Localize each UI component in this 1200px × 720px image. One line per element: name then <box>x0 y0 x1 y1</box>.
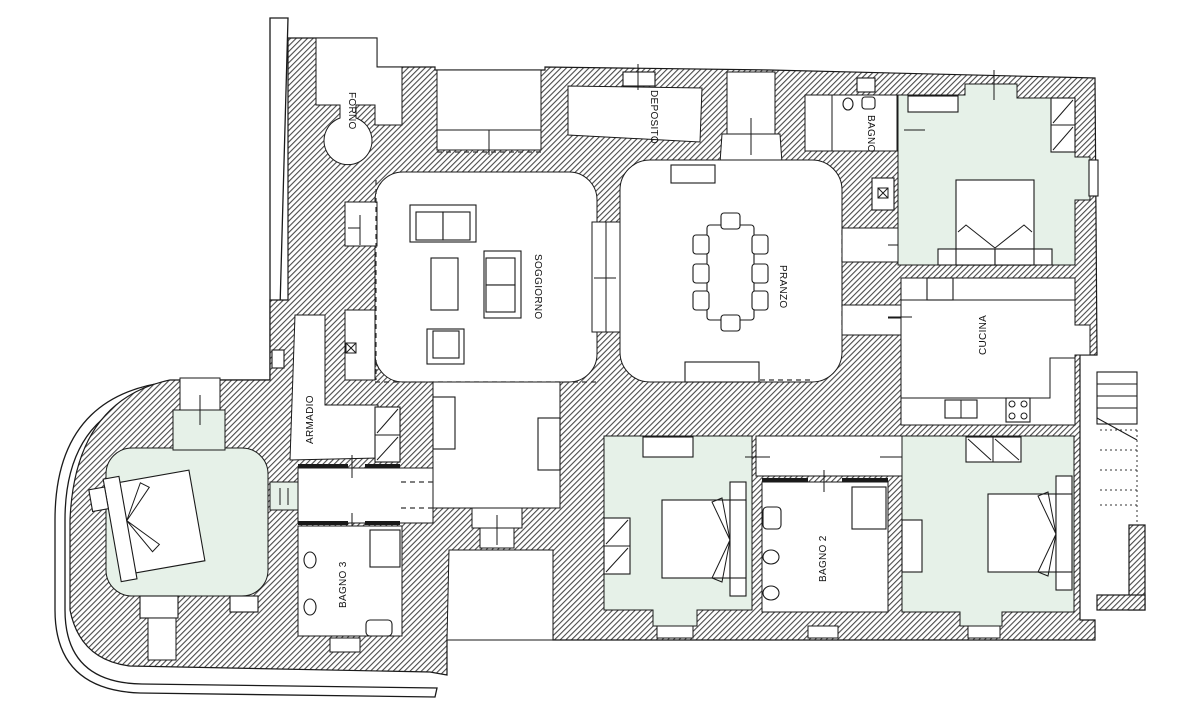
chimney-icon <box>871 177 895 211</box>
double-bed-icon <box>661 481 747 597</box>
shower-icon <box>369 529 401 568</box>
room-label-bagno2: BAGNO 2 <box>818 535 829 582</box>
room-cucina <box>900 277 1091 426</box>
stairs-icon <box>1096 371 1146 611</box>
sink-icon <box>861 96 876 110</box>
exterior-boundary <box>54 17 438 698</box>
sink-icon <box>365 619 393 637</box>
room-label-armadio: ARMADIO <box>305 395 316 444</box>
shower-icon <box>851 486 887 530</box>
coffee-table <box>430 257 459 311</box>
toilet-icon <box>842 97 854 111</box>
room-deposito <box>567 85 703 143</box>
room-label-bagno3: BAGNO 3 <box>338 561 349 608</box>
bidet-icon <box>762 549 780 565</box>
wardrobe-icon <box>374 406 401 463</box>
room-forno <box>315 37 403 166</box>
room-label-soggiorno: SOGGIORNO <box>532 254 543 319</box>
sofa-icon <box>483 250 522 319</box>
room-central-hall <box>432 381 561 509</box>
armchair-icon <box>426 328 465 365</box>
room-label-pranzo: PRANZO <box>777 265 788 308</box>
room-label-bagno: BAGNO <box>865 115 876 153</box>
room-label-deposito: DEPOSITO <box>648 90 659 144</box>
double-bed-icon <box>987 475 1073 591</box>
sink-icon <box>762 506 782 530</box>
room-bedroom-corridor <box>755 435 903 477</box>
wardrobe-icon <box>603 517 631 575</box>
double-bed-icon <box>88 469 206 583</box>
toilet-icon <box>762 585 780 601</box>
double-bed-icon <box>937 179 1053 266</box>
wardrobe-icon <box>1050 97 1076 153</box>
room-south-court <box>446 549 554 641</box>
wardrobe-icon <box>965 436 1022 463</box>
room-label-forno: FORNO <box>346 92 357 130</box>
stove-icon <box>1005 397 1031 423</box>
room-label-cucina: CUCINA <box>978 315 989 355</box>
sofa-icon <box>409 204 477 243</box>
room-armadio <box>289 314 379 461</box>
bidet-icon <box>303 551 317 569</box>
dining-table-icon <box>692 212 769 332</box>
toilet-icon <box>303 598 317 616</box>
sink-icon <box>944 399 978 419</box>
